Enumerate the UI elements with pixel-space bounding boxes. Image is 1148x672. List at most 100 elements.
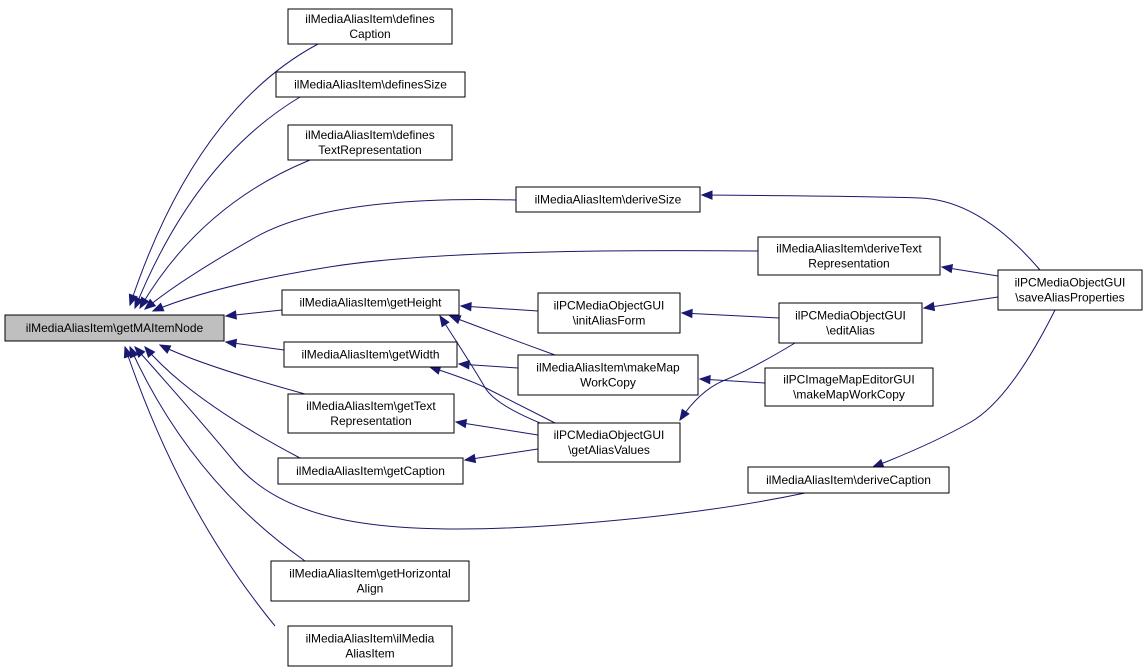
arrow-head-icon	[679, 408, 690, 422]
edges-layer	[123, 43, 1056, 627]
node-defTextRep[interactable]: ilMediaAliasItem\definesTextRepresentati…	[287, 124, 453, 161]
node-box[interactable]	[747, 466, 950, 494]
node-root[interactable]: ilMediaAliasItem\getMAItemNode	[4, 314, 225, 342]
arrow-head-icon	[144, 345, 156, 359]
arrow-head-icon	[457, 359, 470, 370]
node-label-line: ilMediaAliasItem\definesSize	[294, 78, 447, 92]
node-box[interactable]	[270, 560, 470, 602]
node-label-line: ilMediaAliasItem\getWidth	[301, 348, 439, 362]
edge-makeMap-to-getWidth	[457, 359, 519, 370]
node-box[interactable]	[4, 314, 225, 342]
node-label-line: ilMediaAliasItem\defines	[305, 128, 434, 142]
node-box[interactable]	[287, 625, 453, 667]
node-label-line: ilMediaAliasItem\ilMedia	[306, 632, 435, 646]
node-label-line: ilMediaAliasItem\deriveText	[776, 242, 922, 256]
node-box[interactable]	[281, 289, 460, 316]
edge-editAlias-to-initAlias	[680, 308, 780, 319]
edge-line	[134, 346, 806, 530]
edge-line	[681, 312, 780, 319]
edge-imgMap-to-makeMap	[698, 374, 766, 385]
arrow-head-icon	[698, 374, 711, 385]
edge-line	[124, 346, 276, 627]
node-label-line: \saveAliasProperties	[1015, 291, 1124, 305]
node-box[interactable]	[515, 186, 701, 213]
arrow-head-icon	[143, 298, 157, 310]
edge-line	[701, 194, 1041, 271]
node-ctor[interactable]: ilMediaAliasItem\ilMediaAliasItem	[287, 625, 453, 667]
node-label-line: \getAliasValues	[568, 443, 650, 457]
node-box[interactable]	[277, 457, 464, 485]
edge-line	[159, 344, 306, 395]
arrow-head-icon	[463, 453, 477, 464]
edge-line	[699, 378, 766, 384]
arrow-head-icon	[459, 301, 472, 312]
edge-defTextRep-to-root	[139, 159, 311, 310]
node-makeMap[interactable]: ilMediaAliasItem\makeMapWorkCopy	[517, 354, 699, 396]
node-box[interactable]	[778, 302, 923, 344]
node-box[interactable]	[537, 292, 681, 334]
node-label-line: ilPCImageMapEditorGUI	[783, 373, 914, 387]
node-label-line: Align	[357, 582, 384, 596]
node-getWidth[interactable]: ilMediaAliasItem\getWidth	[283, 341, 458, 368]
edge-line	[129, 346, 306, 562]
node-box[interactable]	[757, 236, 941, 276]
node-deriveCap[interactable]: ilMediaAliasItem\deriveCaption	[747, 466, 950, 494]
node-box[interactable]	[283, 341, 458, 368]
node-label-line: Representation	[330, 414, 411, 428]
edge-line	[134, 96, 301, 309]
node-label-line: \initAliasForm	[573, 314, 646, 328]
edge-line	[455, 421, 539, 436]
node-box[interactable]	[537, 422, 681, 463]
edge-line	[449, 315, 556, 356]
edge-line	[152, 250, 759, 312]
arrow-head-icon	[224, 310, 237, 320]
node-label-line: TextRepresentation	[318, 143, 421, 157]
edge-line	[144, 346, 301, 459]
node-saveAlias[interactable]: ilPCMediaObjectGUI\saveAliasProperties	[997, 269, 1143, 311]
edge-editAlias-to-getAliasVal	[679, 342, 796, 422]
node-label-line: \editAlias	[826, 324, 875, 338]
arrow-head-icon	[871, 458, 885, 468]
edge-deriveCap-to-root	[134, 345, 806, 530]
node-box[interactable]	[275, 71, 466, 98]
node-getHeight[interactable]: ilMediaAliasItem\getHeight	[281, 289, 460, 316]
node-getAliasVal[interactable]: ilPCMediaObjectGUI\getAliasValues	[537, 422, 681, 463]
edge-line	[464, 448, 539, 461]
node-box[interactable]	[287, 8, 453, 45]
node-imgMap[interactable]: ilPCImageMapEditorGUI\makeMapWorkCopy	[764, 367, 934, 407]
node-deriveText[interactable]: ilMediaAliasItem\deriveTextRepresentatio…	[757, 236, 941, 276]
arrow-head-icon	[224, 338, 238, 349]
node-box[interactable]	[517, 354, 699, 396]
node-label-line: AliasItem	[345, 647, 394, 661]
arrow-head-icon	[134, 296, 144, 310]
edge-saveAlias-to-deriveSize	[700, 190, 1041, 271]
arrow-head-icon	[940, 263, 954, 274]
arrow-head-icon	[139, 296, 150, 310]
node-deriveSize[interactable]: ilMediaAliasItem\deriveSize	[515, 186, 701, 213]
nodes-layer: ilMediaAliasItem\getMAItemNode ilMediaAli…	[4, 8, 1143, 667]
node-label-line: ilPCMediaObjectGUI	[795, 309, 906, 323]
node-defSize[interactable]: ilMediaAliasItem\definesSize	[275, 71, 466, 98]
node-box[interactable]	[764, 367, 934, 407]
node-label-line: ilMediaAliasItem\deriveSize	[535, 193, 682, 207]
node-box[interactable]	[287, 124, 453, 161]
node-label-line: ilPCMediaObjectGUI	[1015, 276, 1126, 290]
node-box[interactable]	[997, 269, 1143, 311]
node-label-line: \makeMapWorkCopy	[793, 388, 905, 402]
node-initAlias[interactable]: ilPCMediaObjectGUI\initAliasForm	[537, 292, 681, 334]
node-editAlias[interactable]: ilPCMediaObjectGUI\editAlias	[778, 302, 923, 344]
arrow-head-icon	[123, 345, 133, 359]
edge-makeMap-to-getHeight	[448, 315, 556, 356]
edge-line	[429, 366, 556, 424]
edge-deriveText-to-root	[151, 250, 759, 312]
node-getCaption[interactable]: ilMediaAliasItem\getCaption	[277, 457, 464, 485]
edge-saveAlias-to-deriveCap	[871, 309, 1056, 468]
node-box[interactable]	[287, 393, 455, 434]
edge-getCaption-to-root	[144, 345, 301, 459]
edge-line	[679, 342, 796, 421]
edge-getTextRep-to-root	[158, 344, 306, 395]
